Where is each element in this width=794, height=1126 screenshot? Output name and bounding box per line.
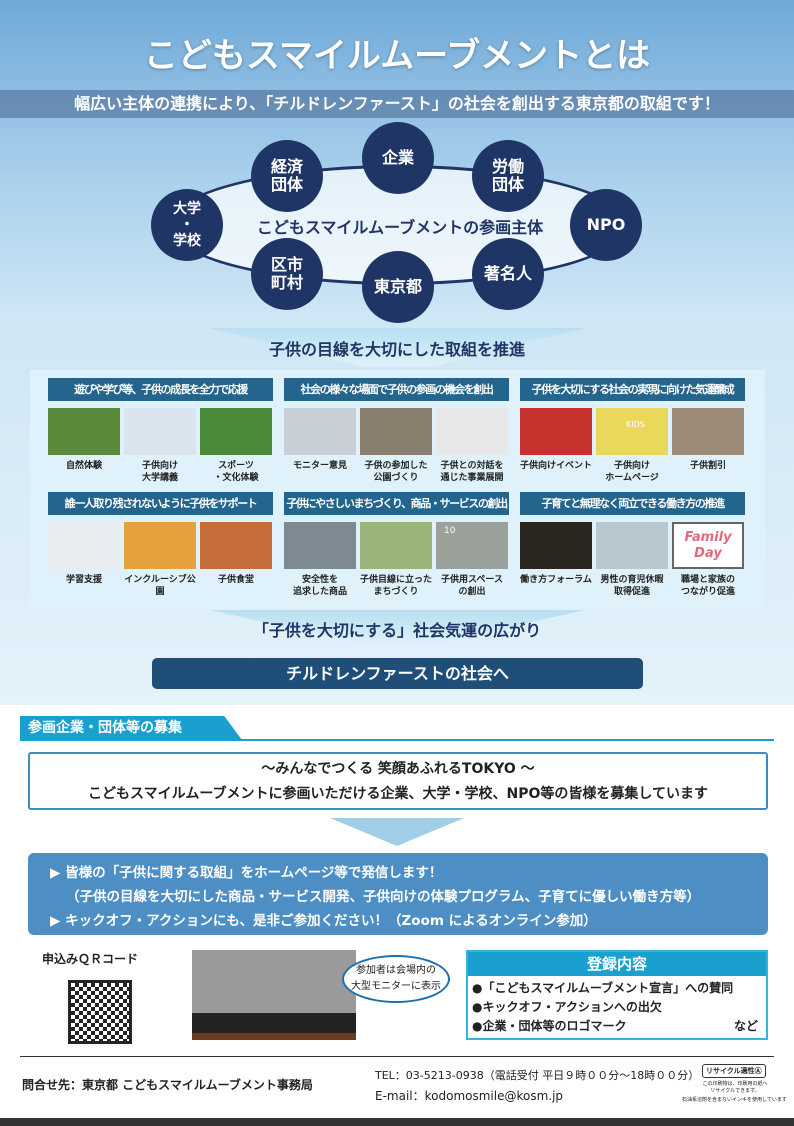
subtitle-band: 幅広い主体の連携により、「チルドレンファースト」の社会を創出する東京都の取組です… (0, 90, 794, 118)
node-municipalities: 区市 町村 (251, 238, 323, 310)
benefit-2: キックオフ・アクションにも、是非ご参加ください！（Zoom によるオンライン参加… (65, 913, 597, 929)
node-universities: 大学 ・ 学校 (151, 189, 223, 261)
caption: 子供用スペース の創出 (441, 575, 503, 598)
caption: 安全性を 追求した商品 (292, 575, 347, 598)
caption: 男性の育児休暇 取得促進 (600, 575, 664, 598)
speech-bubble: 参加者は会場内の 大型モニターに表示 (342, 955, 450, 1003)
section-header: 社会の様々な場面で子供の参画の機会を創出 (284, 378, 509, 401)
node-npo: NPO (570, 189, 642, 261)
photo (520, 408, 592, 455)
recycle-note: この印刷物は、印刷用の紙へ リサイクルできます。 (702, 1081, 768, 1094)
caption: 子供向けイベント (519, 461, 592, 471)
kids-text: KIDS (626, 420, 645, 429)
caption: 子供の参加した 公園づくり (364, 461, 428, 484)
telephone: TEL：03-5213-0938（電話受付 平日９時００分～18時００分） (375, 1069, 700, 1082)
registration-item: ●「こどもスマイルムーブメント宣言」への賛同 (472, 981, 734, 995)
divider (20, 739, 774, 741)
section-header: 誰一人取り残されないように子供をサポート (48, 492, 273, 515)
section-header: 子育てと無理なく両立できる働き方の推進 (520, 492, 745, 515)
photo: 10 (436, 522, 508, 569)
photo (48, 408, 120, 455)
node-celebrities: 著名人 (472, 238, 544, 310)
recruit-text: こどもスマイルムーブメントに参画いただける企業、大学・学校、NPO等の皆様を募集… (88, 786, 708, 802)
caption: 子供食堂 (217, 575, 254, 585)
photo (124, 522, 196, 569)
benefit-1-detail: （子供の目線を大切にした商品・サービス開発、子供向けの体験プログラム、子育てに優… (66, 889, 701, 905)
sign-number: 10 (444, 526, 456, 536)
etc-label: など (733, 1019, 758, 1033)
registration-item: ●キックオフ・アクションへの出欠 (472, 1000, 662, 1014)
contact: 問合せ先：東京都 こどもスマイルムーブメント事務局 (22, 1078, 313, 1092)
caption: 子供向け ホームページ (605, 461, 659, 484)
caption: インクルーシブ公園 (124, 575, 196, 598)
recruit-tab: 参画企業・団体等の募集 (20, 716, 242, 740)
photo (124, 408, 196, 455)
registration-item-text: ●企業・団体等のロゴマーク (472, 1019, 627, 1033)
photo (360, 408, 432, 455)
qr-code[interactable] (68, 980, 132, 1044)
section-header: 遊びや学び等、子供の成長を全力で応援 (48, 378, 273, 401)
section-header: 子供にやさしいまちづくり、商品・サービスの創出 (284, 492, 509, 515)
caption: 子供割引 (689, 461, 726, 471)
node-labor-groups: 労働 団体 (472, 140, 544, 212)
node-companies: 企業 (362, 122, 434, 194)
caption: 学習支援 (65, 575, 102, 585)
page-title: こどもスマイルムーブメントとは (143, 36, 651, 76)
arrow-down-3 (330, 818, 464, 846)
registration-title: 登録内容 (468, 952, 766, 976)
caption: 職場と家族の つながり促進 (680, 575, 735, 598)
registration-box: 登録内容 ●「こどもスマイルムーブメント宣言」への賛同 ●キックオフ・アクション… (466, 950, 768, 1040)
recruit-message: ～みんなでつくる 笑顔あふれるTOKYO ～ こどもスマイルムーブメントに参画い… (28, 752, 768, 810)
photo (200, 408, 272, 455)
goal-banner: チルドレンファーストの社会へ (152, 658, 643, 689)
registration-item: ●企業・団体等のロゴマーク など (468, 1017, 766, 1036)
email-link[interactable]: E-mail：kodomosmile@kosm.jp (375, 1089, 564, 1103)
qr-label: 申込みＱＲコード (42, 952, 139, 966)
photo (596, 522, 668, 569)
footer-divider (20, 1056, 774, 1057)
photo (200, 522, 272, 569)
benefit-1: 皆様の「子供に関する取組」をホームページ等で発信します！ (65, 865, 443, 881)
photo (360, 522, 432, 569)
caption: 子供向け 大学講義 (141, 461, 178, 484)
photo: KIDS (596, 408, 668, 455)
participants-label: こどもスマイルムーブメントの参画主体 (256, 218, 544, 237)
caption: 働き方フォーラム (520, 575, 592, 585)
benefits-box: ▶ 皆様の「子供に関する取組」をホームページ等で発信します！ （子供の目線を大切… (28, 853, 768, 935)
photo (284, 522, 356, 569)
caption: モニター意見 (292, 461, 347, 471)
photo (284, 408, 356, 455)
arrow1-label: 子供の目線を大切にした取組を推進 (268, 340, 525, 359)
caption: 自然体験 (65, 461, 102, 471)
node-tokyo: 東京都 (362, 251, 434, 323)
family-day-text: Family Day (684, 530, 732, 561)
ink-note: 石油系溶剤を含まないインキを使用しています (682, 1097, 787, 1103)
triangle-bullet-icon: ▶ (50, 913, 66, 929)
photo: Family Day (672, 522, 744, 569)
recycle-mark: リサイクル適性Ⓐ (702, 1064, 766, 1078)
event-photo (192, 950, 356, 1040)
photo (672, 408, 744, 455)
caption: 子供との対話を 通じた事業展開 (440, 461, 504, 484)
photo (436, 408, 508, 455)
caption: スポーツ ・文化体験 (213, 461, 259, 484)
caption: 子供目線に立った まちづくり (359, 575, 432, 598)
node-economic-groups: 経済 団体 (251, 140, 323, 212)
section-header: 子供を大切にする社会の実現に向けた気運醸成 (520, 378, 745, 401)
slogan: ～みんなでつくる 笑顔あふれるTOKYO ～ (261, 761, 535, 777)
arrow2-label: 「子供を大切にする」社会気運の広がり (252, 621, 542, 640)
photo (48, 522, 120, 569)
photo (520, 522, 592, 569)
bottom-edge (0, 1118, 794, 1126)
triangle-bullet-icon: ▶ (50, 865, 66, 881)
